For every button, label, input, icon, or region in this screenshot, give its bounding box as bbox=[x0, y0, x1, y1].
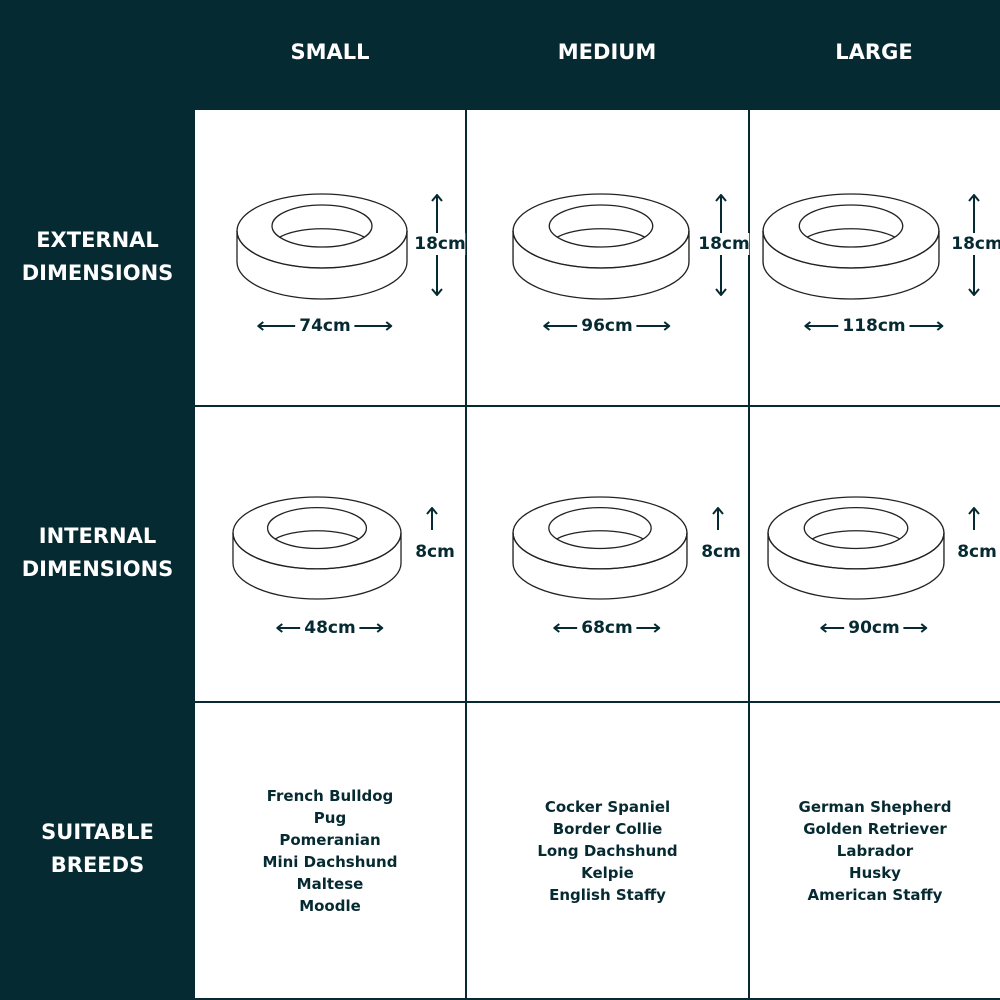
cell-external-medium: 18cm 96cm bbox=[467, 110, 750, 405]
row-header-line: SUITABLE bbox=[41, 820, 154, 844]
row-header-external: EXTERNAL DIMENSIONS bbox=[0, 224, 195, 290]
row-header-line: DIMENSIONS bbox=[21, 261, 174, 285]
width-value: 96cm bbox=[581, 316, 633, 336]
arrow-right-icon bbox=[636, 623, 661, 633]
height-label: 18cm bbox=[414, 233, 466, 255]
dog-bed-donut-icon bbox=[512, 496, 688, 600]
arrow-left-icon bbox=[820, 623, 845, 633]
arrow-right-icon bbox=[909, 321, 944, 331]
breed-item: Husky bbox=[849, 863, 901, 882]
dog-bed-donut-icon bbox=[512, 193, 690, 300]
breed-item: Maltese bbox=[296, 874, 364, 893]
height-label: 18cm bbox=[698, 233, 750, 255]
width-label: 118cm bbox=[804, 316, 944, 336]
arrow-left-icon bbox=[553, 623, 578, 633]
width-label: 48cm bbox=[276, 618, 384, 638]
cell-external-large: 18cm 118cm bbox=[750, 110, 1000, 405]
cell-internal-large: 8cm 90cm bbox=[750, 407, 1000, 701]
column-header-medium: MEDIUM bbox=[557, 40, 657, 64]
breed-item: Long Dachshund bbox=[537, 841, 678, 860]
breed-item: Border Collie bbox=[552, 819, 663, 838]
row-header-line: DIMENSIONS bbox=[21, 557, 174, 581]
breed-item: French Bulldog bbox=[266, 786, 394, 805]
breed-item: Labrador bbox=[836, 841, 914, 860]
breed-item: Mini Dachshund bbox=[262, 852, 398, 871]
arrow-left-icon bbox=[543, 321, 578, 331]
arrow-right-icon bbox=[636, 321, 671, 331]
width-value: 118cm bbox=[842, 316, 906, 336]
height-up-arrow-icon bbox=[712, 507, 724, 530]
width-value: 74cm bbox=[299, 316, 351, 336]
cell-internal-small: 8cm 48cm bbox=[195, 407, 465, 701]
dog-bed-donut-icon bbox=[236, 193, 408, 300]
height-label: 8cm bbox=[701, 541, 741, 563]
column-header-small: SMALL bbox=[290, 40, 370, 64]
width-value: 90cm bbox=[848, 618, 900, 638]
arrow-left-icon bbox=[276, 623, 301, 633]
breed-item: Cocker Spaniel bbox=[544, 797, 671, 816]
dog-bed-donut-icon bbox=[767, 496, 945, 600]
arrow-right-icon bbox=[903, 623, 928, 633]
height-up-arrow-icon bbox=[968, 507, 980, 530]
cell-internal-medium: 8cm 68cm bbox=[467, 407, 748, 701]
width-value: 48cm bbox=[304, 618, 356, 638]
row-header-internal: INTERNAL DIMENSIONS bbox=[0, 520, 195, 586]
arrow-left-icon bbox=[257, 321, 296, 331]
breed-item: Golden Retriever bbox=[803, 819, 947, 838]
width-label: 96cm bbox=[543, 316, 671, 336]
height-label: 8cm bbox=[415, 541, 455, 563]
height-label: 18cm bbox=[951, 233, 1000, 255]
breed-item: English Staffy bbox=[549, 885, 666, 904]
height-label: 8cm bbox=[957, 541, 997, 563]
width-label: 74cm bbox=[257, 316, 393, 336]
row-header-line: EXTERNAL bbox=[36, 228, 159, 252]
breed-item: Pug bbox=[313, 808, 347, 827]
breed-item: American Staffy bbox=[807, 885, 943, 904]
row-header-line: INTERNAL bbox=[38, 524, 157, 548]
width-label: 90cm bbox=[820, 618, 928, 638]
width-label: 68cm bbox=[553, 618, 661, 638]
row-header-line: BREEDS bbox=[50, 853, 145, 877]
height-up-arrow-icon bbox=[426, 507, 438, 530]
arrow-left-icon bbox=[804, 321, 839, 331]
breed-item: German Shepherd bbox=[798, 797, 952, 816]
dog-bed-donut-icon bbox=[232, 496, 402, 600]
cell-external-small: 18cm 74cm bbox=[195, 110, 466, 405]
dog-bed-donut-icon bbox=[762, 193, 940, 300]
row-header-breeds: SUITABLE BREEDS bbox=[0, 816, 195, 882]
arrow-right-icon bbox=[359, 623, 384, 633]
column-header-large: LARGE bbox=[835, 40, 913, 64]
breed-item: Pomeranian bbox=[279, 830, 381, 849]
breed-item: Moodle bbox=[299, 896, 361, 915]
width-value: 68cm bbox=[581, 618, 633, 638]
breed-item: Kelpie bbox=[581, 863, 634, 882]
arrow-right-icon bbox=[354, 321, 393, 331]
